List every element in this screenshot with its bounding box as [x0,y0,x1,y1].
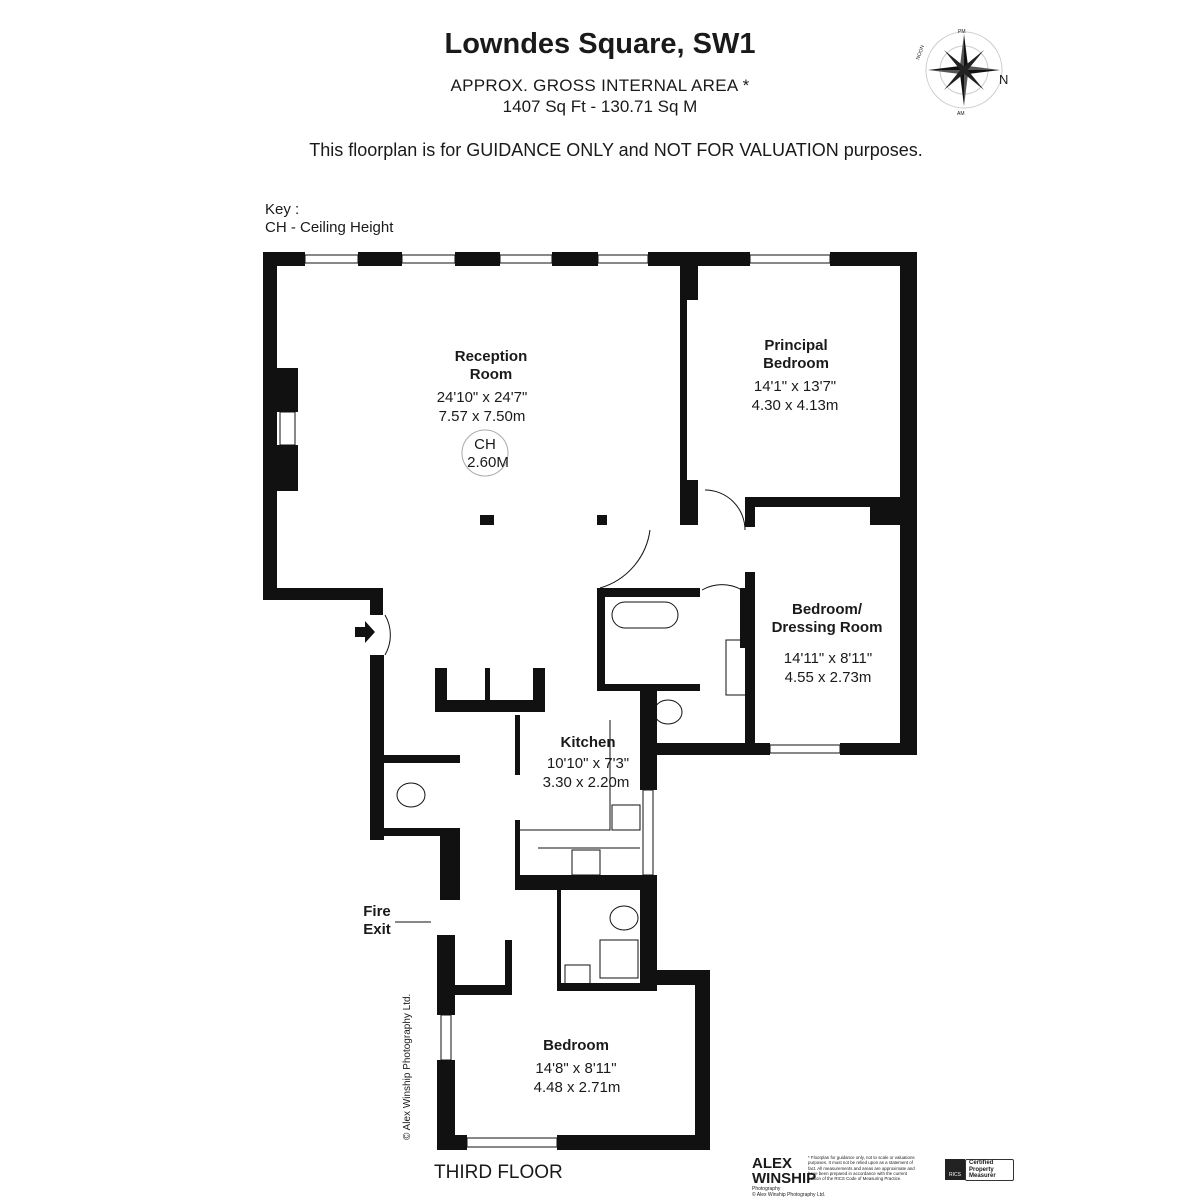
logo-line: ALEX [752,1155,793,1172]
room-name: Bedroom [763,355,829,372]
room-dimensions-metric: 3.30 x 2.20m [543,774,630,791]
room-dimensions-metric: 7.57 x 7.50m [439,408,526,425]
room-bedroom: Bedroom 14'8" x 8'11" 4.48 x 2.71m [534,1037,621,1096]
room-dimensions-imperial: 10'10" x 7'3" [547,755,629,772]
area-label: APPROX. GROSS INTERNAL AREA * [450,76,750,95]
footnote: * Floorplan for guidance only, not to sc… [808,1155,915,1182]
room-name: Kitchen [560,734,615,751]
certification-badge: Certified Property Measurer [965,1159,1014,1181]
compass-noon: NOON [915,44,926,61]
rics-logo: RICS [945,1159,965,1180]
room-principal-bedroom: Principal Bedroom 14'1" x 13'7" 4.30 x 4… [752,337,839,414]
page-title: Lowndes Square, SW1 [444,28,756,60]
room-dimensions-metric: 4.55 x 2.73m [785,669,872,686]
logo-sub: Photography [752,1186,781,1192]
area-value: 1407 Sq Ft - 130.71 Sq M [502,97,698,116]
room-kitchen: Kitchen 10'10" x 7'3" 3.30 x 2.20m [543,734,630,791]
copyright: © Alex Winship Photography Ltd. [402,993,413,1140]
room-dressing: Bedroom/ Dressing Room 14'11" x 8'11" 4.… [772,601,883,686]
compass-pm: PM [958,29,966,35]
compass-icon: N PM AM NOON [915,29,1008,117]
floor-label: THIRD FLOOR [434,1162,563,1183]
room-reception: Reception Room 24'10" x 24'7" 7.57 x 7.5… [437,348,528,477]
compass-north: N [999,72,1008,87]
room-dimensions-imperial: 14'11" x 8'11" [784,650,872,667]
room-dimensions-imperial: 14'1" x 13'7" [754,378,836,395]
logo-line: WINSHIP [752,1170,817,1187]
key-title: Key : [265,201,300,218]
entrance-arrow-icon [355,621,375,643]
disclaimer: This floorplan is for GUIDANCE ONLY and … [309,140,923,160]
fire-exit-label: Exit [363,921,391,938]
key-entry: CH - Ceiling Height [265,219,394,236]
room-name: Bedroom/ [792,601,863,618]
room-name: Dressing Room [772,619,883,636]
ceiling-height-value: 2.60M [467,454,509,471]
logo-copyright: © Alex Winship Photography Ltd. [752,1192,826,1198]
compass-am: AM [957,111,965,117]
room-name: Principal [764,337,827,354]
alex-winship-logo: ALEX WINSHIP Photography © Alex Winship … [752,1156,825,1198]
room-dimensions-metric: 4.48 x 2.71m [534,1079,621,1096]
room-name: Room [470,366,513,383]
room-dimensions-metric: 4.30 x 4.13m [752,397,839,414]
room-dimensions-imperial: 24'10" x 24'7" [437,389,528,406]
room-name: Bedroom [543,1037,609,1054]
room-dimensions-imperial: 14'8" x 8'11" [535,1060,616,1077]
ceiling-height-label: CH [474,436,496,453]
fire-exit-label: Fire [363,903,391,920]
windows [279,254,841,1148]
room-name: Reception [455,348,528,365]
fixtures [384,489,747,986]
walls [263,252,917,1150]
